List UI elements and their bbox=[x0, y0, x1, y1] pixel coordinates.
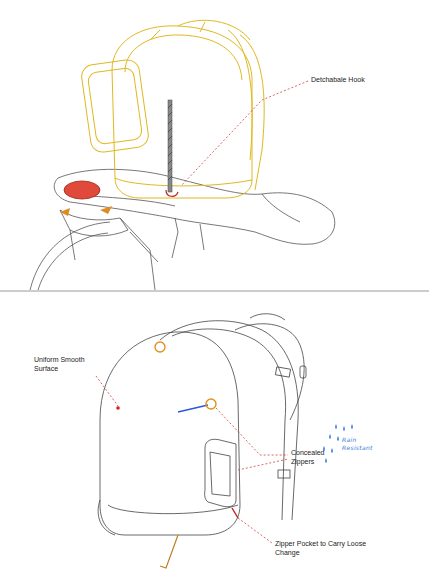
indicator bbox=[100, 206, 112, 214]
pocket-zip bbox=[232, 508, 238, 518]
handwritten-note: Rain Resistant bbox=[342, 436, 382, 451]
panel-divider bbox=[0, 291, 429, 292]
leader-line bbox=[238, 518, 272, 543]
leader-line bbox=[238, 459, 288, 470]
zipper-line bbox=[178, 405, 208, 412]
callout-label: Uniform Smooth Surface bbox=[34, 356, 94, 374]
leader-line bbox=[96, 376, 118, 406]
hook bbox=[160, 535, 178, 568]
callout-label: Zipper Pocket to Carry Loose Change bbox=[275, 540, 385, 558]
indicator bbox=[60, 208, 70, 216]
backpack-outline bbox=[98, 314, 306, 535]
zipper-marker bbox=[155, 342, 165, 352]
scooter-sketch bbox=[30, 169, 335, 290]
tail-light bbox=[64, 181, 100, 199]
backpack-outline bbox=[80, 20, 264, 198]
callout-label: Concealed Zippers bbox=[291, 449, 336, 467]
callout-label: Detchabale Hook bbox=[311, 76, 401, 85]
zipper-marker bbox=[206, 399, 216, 409]
hook bbox=[166, 100, 178, 196]
leader-line bbox=[181, 81, 308, 186]
leader-line bbox=[216, 408, 288, 455]
surface-point bbox=[116, 406, 120, 410]
